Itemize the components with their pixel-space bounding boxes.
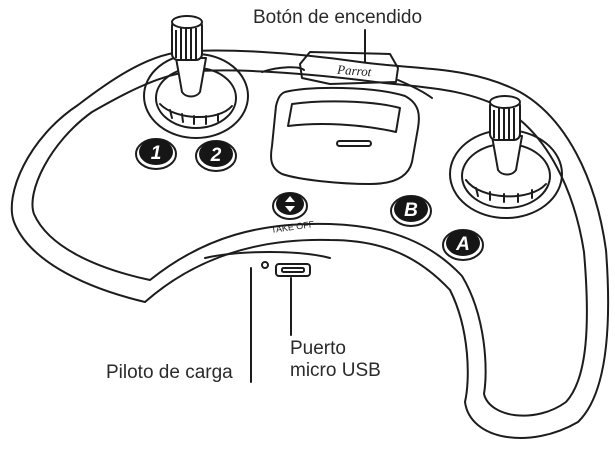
button-2-label: 2 [210, 145, 222, 166]
usb-port-inner [281, 267, 305, 273]
controller-lower-lip [204, 251, 331, 259]
button-1-label: 1 [151, 143, 162, 164]
takeoff-arrows-icon [285, 196, 295, 212]
takeoff-label: TAKE OFF [270, 219, 315, 235]
brand-logo: Parrot [336, 62, 373, 79]
button-a-label: A [455, 234, 470, 255]
button-2[interactable] [199, 141, 233, 167]
charge-led-callout: Piloto de carga [106, 362, 233, 383]
charge-led [261, 261, 269, 269]
cradle-slot [336, 140, 372, 147]
button-a[interactable] [446, 230, 480, 256]
top-edge-ridge [261, 66, 305, 73]
phone-cradle [270, 86, 420, 185]
takeoff-button[interactable] [276, 193, 304, 215]
usb-port-callout: Puerto micro USB [290, 338, 381, 381]
button-b-label: B [404, 200, 418, 221]
power-button-housing [299, 51, 399, 85]
right-stick-gate [465, 179, 547, 203]
button-1[interactable] [139, 139, 173, 165]
button-b[interactable] [394, 196, 428, 222]
controller-inner-rim [31, 69, 588, 417]
left-joystick-top [171, 15, 203, 29]
power-button-callout: Botón de encendido [253, 7, 423, 28]
right-joystick-grip [493, 108, 515, 140]
left-joystick-shaft [175, 57, 207, 98]
right-joystick-top [489, 95, 521, 109]
right-joystick-shaft [491, 135, 523, 176]
left-joystick-grip [175, 28, 197, 60]
top-edge-ridge-right [397, 79, 433, 99]
usb-port [275, 263, 311, 277]
left-stick-gate [159, 103, 233, 125]
controller-outline [10, 49, 610, 440]
phone-cradle-inner [287, 100, 401, 133]
